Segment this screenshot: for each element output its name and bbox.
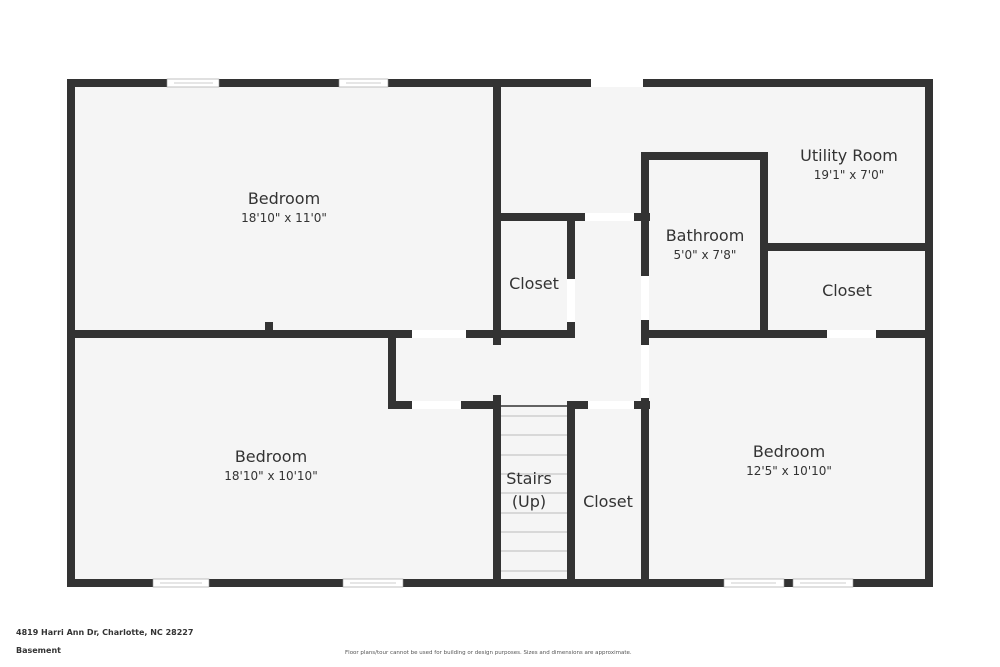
- door-openings: [412, 79, 876, 409]
- disclaimer: Floor plans/tour cannot be used for buil…: [345, 650, 632, 656]
- room-name: Closet: [509, 274, 559, 293]
- room-utility: Utility Room 19'1" x 7'0": [800, 146, 898, 182]
- room-name: Bedroom: [753, 442, 825, 461]
- room-bedroom-1: Bedroom 18'10" x 11'0": [241, 189, 327, 225]
- room-dimensions: 5'0" x 7'8": [674, 248, 737, 262]
- room-dimensions: 18'10" x 10'10": [224, 469, 317, 483]
- room-name: Bedroom: [248, 189, 320, 208]
- floor-level-label: Basement: [16, 646, 61, 655]
- room-bathroom: Bathroom 5'0" x 7'8": [666, 226, 745, 262]
- room-closet-3: Closet: [583, 492, 633, 511]
- walls: [67, 79, 933, 587]
- room-bedroom-3: Bedroom 12'5" x 10'10": [746, 442, 832, 478]
- room-name-line2: (Up): [512, 492, 546, 511]
- room-dimensions: 12'5" x 10'10": [746, 464, 832, 478]
- room-stairs: Stairs (Up): [506, 469, 552, 511]
- room-name: Stairs: [506, 469, 552, 488]
- room-bedroom-2: Bedroom 18'10" x 10'10": [224, 447, 317, 483]
- property-address: 4819 Harri Ann Dr, Charlotte, NC 28227: [16, 628, 194, 637]
- room-dimensions: 19'1" x 7'0": [814, 168, 885, 182]
- room-closet-2: Closet: [822, 281, 872, 300]
- room-name: Closet: [583, 492, 633, 511]
- windows: [152, 78, 854, 588]
- room-name: Bedroom: [235, 447, 307, 466]
- room-closet-1: Closet: [509, 274, 559, 293]
- room-name: Closet: [822, 281, 872, 300]
- room-name: Bathroom: [666, 226, 745, 245]
- stair-treads: [501, 405, 567, 572]
- room-name: Utility Room: [800, 146, 898, 165]
- room-dimensions: 18'10" x 11'0": [241, 211, 327, 225]
